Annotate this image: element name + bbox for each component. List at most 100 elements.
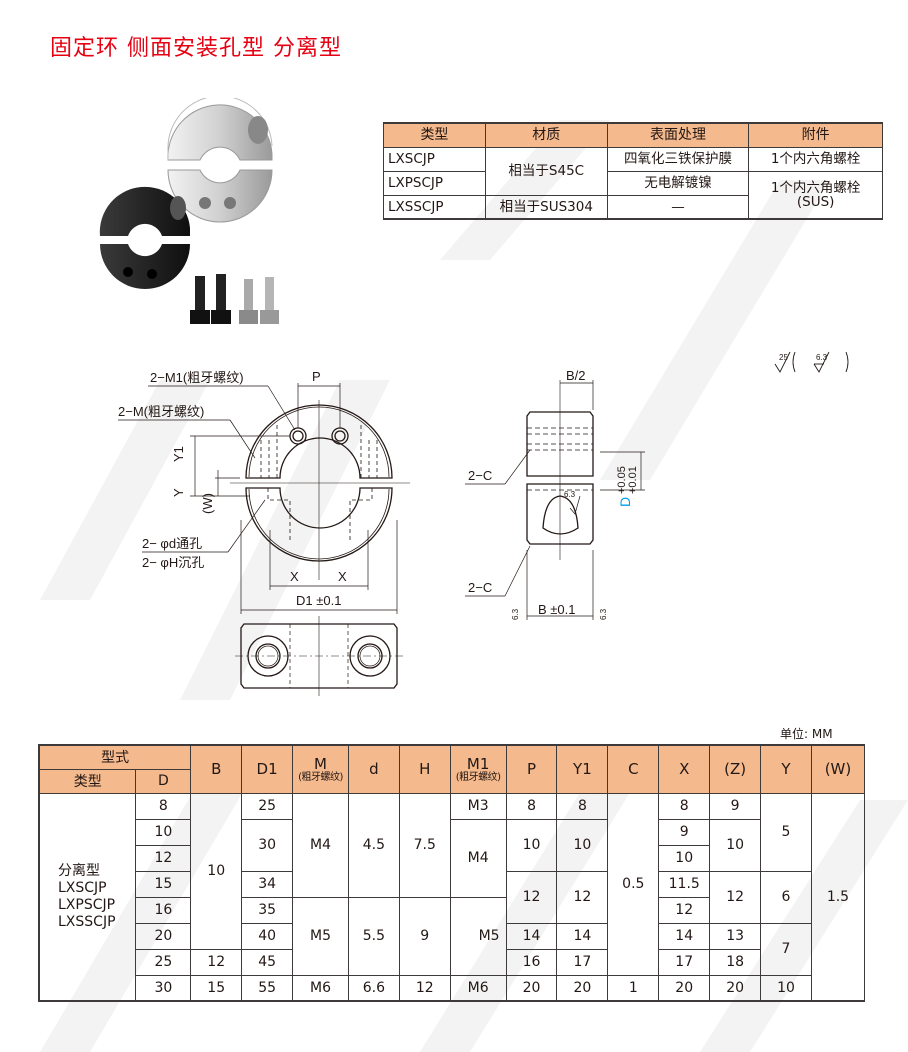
accessory-line: (SUS)	[796, 193, 835, 210]
label-y: Y	[171, 488, 186, 497]
label-d-hole: 2− φd通孔	[142, 536, 202, 551]
label-h-hole: 2− φH沉孔	[142, 555, 204, 570]
label-w: (W)	[200, 493, 215, 514]
header-type: 类型	[38, 768, 137, 794]
type-label: LXSSCJP	[58, 913, 116, 930]
roughness-label: 6.3	[599, 608, 608, 620]
label-m1: 2−M1(粗牙螺纹)	[150, 370, 244, 385]
cell-w: 1.5	[810, 792, 866, 1002]
header-m1-label: M1	[466, 754, 490, 773]
cell-x: 9	[658, 818, 711, 846]
cell-x: 8	[658, 792, 711, 820]
label-d-tol-upper: +0.05	[616, 466, 628, 494]
cell-b: 10	[190, 792, 243, 950]
cell-d: 25	[135, 948, 192, 976]
cell-y1: 8	[556, 792, 609, 820]
header-d-small: d	[347, 744, 400, 794]
header-m1-subtitle: (粗牙螺纹)	[455, 771, 501, 783]
cell-h: 7.5	[398, 792, 451, 898]
table-row: 10 30 M4 10 10 9 10	[39, 818, 865, 898]
bottom-view	[235, 616, 403, 696]
cell-d1: 45	[241, 948, 294, 976]
cell-z: 9	[709, 792, 762, 820]
type-label: LXPSCJP	[58, 896, 116, 913]
spec-type-cell: LXSCJP	[383, 146, 486, 172]
cell-m1: M4	[449, 818, 507, 898]
cell-d: 8	[135, 792, 192, 820]
cell-y: 5	[760, 792, 812, 872]
roughness-note	[774, 351, 849, 373]
front-view	[230, 400, 410, 580]
spec-surface-cell: 无电解镀镍	[606, 170, 750, 196]
cell-c: 0.5	[607, 792, 660, 976]
cell-d: 12	[135, 844, 192, 872]
spec-type-cell: LXSSCJP	[383, 194, 486, 220]
cell-d1: 35	[241, 896, 294, 924]
product-photo	[99, 98, 279, 324]
cell-y1: 12	[556, 870, 609, 924]
header-c: C	[607, 744, 660, 794]
cell-d1: 55	[241, 974, 294, 1002]
cell-z: 20	[709, 974, 762, 1002]
cell-y: 6	[760, 870, 812, 924]
spec-material-cell: 相当于SUS304	[484, 194, 608, 220]
cell-m1: M6	[449, 974, 507, 1002]
cell-z: 10	[709, 818, 762, 872]
header-group: 型式	[38, 744, 192, 770]
roughness-other: 6.3	[816, 353, 828, 362]
type-cell: 分离型 LXSCJP LXPSCJP LXSSCJP	[38, 792, 137, 1002]
cell-p: 10	[505, 818, 558, 872]
header-m-label: M	[314, 754, 327, 773]
header-y1: Y1	[556, 744, 609, 794]
label-p: P	[312, 369, 321, 384]
cell-d: 16	[135, 896, 192, 924]
spec-type-cell: LXPSCJP	[383, 170, 486, 196]
cell-x: 11.5	[658, 870, 711, 898]
cell-b: 15	[190, 974, 243, 1002]
cell-x: 10	[658, 844, 711, 872]
label-b-tol: B ±0.1	[538, 602, 576, 617]
cell-h: 9	[398, 896, 451, 976]
cell-m: M6	[292, 974, 349, 1002]
label-y1: Y1	[171, 446, 186, 462]
label-x: X	[290, 569, 299, 584]
cell-z: 12	[709, 870, 762, 924]
cell-d: 30	[135, 974, 192, 1002]
cell-d: 20	[135, 922, 192, 950]
technical-drawing: 2−M1(粗牙螺纹) P 2−M(粗牙螺纹) Y1 Y (W) 2− φd通孔 …	[118, 351, 849, 696]
side-view	[526, 380, 594, 560]
cell-d1: 30	[241, 818, 294, 872]
header-p: P	[505, 744, 558, 794]
header-b: B	[190, 744, 243, 794]
cell-h: 12	[398, 974, 451, 1002]
cell-d-small: 4.5	[347, 792, 400, 898]
spec-surface-cell: —	[606, 194, 750, 220]
table-row: 16 35 M5 5.5 9 M5 12	[39, 896, 865, 976]
cell-m: M5	[292, 896, 349, 976]
cell-m1: M5	[449, 896, 507, 976]
header-d: D	[135, 768, 192, 794]
cell-y1: 20	[556, 974, 609, 1002]
cell-d-small: 5.5	[347, 896, 400, 976]
roughness-main: 25	[779, 353, 788, 362]
cell-m: M4	[292, 792, 349, 898]
accessory-line: 1个内六角螺栓	[770, 179, 861, 196]
cell-x: 12	[658, 896, 711, 924]
cell-d-small: 6.6	[347, 974, 400, 1002]
roughness-label: 6.3	[511, 608, 520, 620]
cell-c: 1	[607, 974, 660, 1002]
cell-y1: 14	[556, 922, 609, 950]
cell-z: 13	[709, 922, 762, 950]
table-row: 20 40 14 14 14 13 7	[39, 922, 865, 976]
cell-p: 14	[505, 922, 558, 950]
spec-accessory-cell: 1个内六角螺栓	[748, 146, 883, 172]
cell-b: 12	[190, 948, 243, 976]
cell-d: 15	[135, 870, 192, 898]
page-title: 固定环 侧面安装孔型 分离型	[50, 36, 342, 61]
table-row: 30 15 55 M6 6.6 12 M6 20 20 1 20 20 10	[39, 974, 865, 1002]
unit-label: 单位: MM	[780, 727, 833, 741]
header-z: (Z)	[709, 744, 762, 794]
header-m: M (粗牙螺纹)	[292, 744, 349, 794]
table-row: 25 12 45 16 17 17 18	[39, 948, 865, 976]
spec-header-type: 类型	[383, 122, 486, 148]
